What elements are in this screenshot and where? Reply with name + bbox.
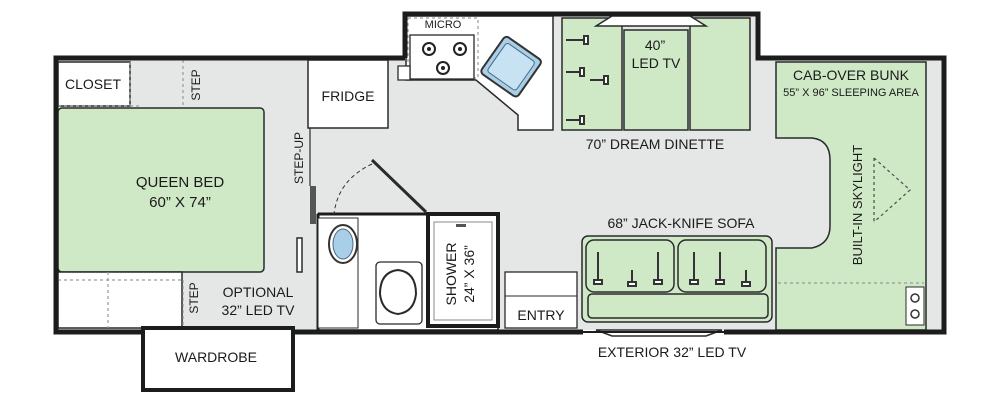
bath-door — [370, 158, 428, 214]
stove-burners-icon — [409, 34, 475, 80]
sofa-label: 68” JACK-KNIFE SOFA — [607, 215, 755, 231]
dinette-bench-right — [689, 17, 751, 131]
sink-icon — [480, 35, 542, 98]
optional-tv-label: OPTIONAL — [223, 284, 294, 300]
toilet-icon — [375, 261, 423, 325]
shower-label: SHOWER — [443, 243, 459, 306]
exterior-tv-label: EXTERIOR 32” LED TV — [598, 344, 747, 360]
optional-tv-size: 32” LED TV — [222, 302, 296, 318]
bathroom: SHOWER 24” X 36” — [316, 158, 500, 331]
bath-door-swing — [333, 163, 373, 215]
step-top-label: STEP — [189, 69, 203, 100]
skylight-icon — [873, 157, 911, 223]
kitchen: MICRO — [397, 15, 554, 131]
bath-sink-icon — [328, 224, 358, 264]
jack-knife-sofa: 68” JACK-KNIFE SOFA — [581, 215, 773, 323]
shower: SHOWER 24” X 36” — [426, 212, 500, 328]
closet — [57, 61, 131, 107]
step-up-tread — [310, 186, 316, 224]
queen-bed-label: QUEEN BED — [136, 174, 225, 191]
dinette-bench-left — [561, 17, 623, 131]
entry-label: ENTRY — [517, 307, 565, 323]
dinette-table — [623, 29, 689, 131]
dinette-label: 70” DREAM DINETTE — [586, 136, 724, 152]
queen-bed-size: 60” X 74” — [149, 194, 211, 211]
tv40-sub-label: LED TV — [632, 55, 681, 71]
wardrobe-label: WARDROBE — [175, 349, 257, 365]
bedroom: CLOSET QUEEN BED 60” X 74” STEP STEP OPT… — [57, 60, 316, 329]
fridge: FRIDGE — [307, 59, 389, 129]
closet-label: CLOSET — [65, 76, 121, 92]
dinette: 40” LED TV 70” DREAM DINETTE — [561, 15, 751, 152]
tv40-label: 40” — [645, 37, 666, 53]
optional-tv-mount — [296, 237, 303, 273]
exterior-walls — [53, 11, 947, 335]
skylight-label: BUILT-IN SKYLIGHT — [850, 145, 865, 265]
cab-over-bunk: CAB-OVER BUNK 55” X 96” SLEEPING AREA BU… — [775, 61, 927, 331]
fridge-label: FRIDGE — [322, 88, 375, 104]
micro-label: MICRO — [425, 19, 462, 31]
entry: ENTRY — [504, 271, 578, 329]
tv40-mount — [593, 15, 709, 27]
wardrobe: WARDROBE — [141, 326, 295, 392]
shower-size: 24” X 36” — [461, 245, 477, 303]
cabover-size: 55” X 96” SLEEPING AREA — [783, 87, 919, 99]
step-bottom-label: STEP — [187, 282, 201, 313]
step-up-label: STEP-UP — [292, 132, 306, 184]
cab-outlet — [905, 286, 925, 326]
dinette-seat-hardware — [566, 35, 609, 125]
cabover-label: CAB-OVER BUNK — [793, 67, 910, 83]
